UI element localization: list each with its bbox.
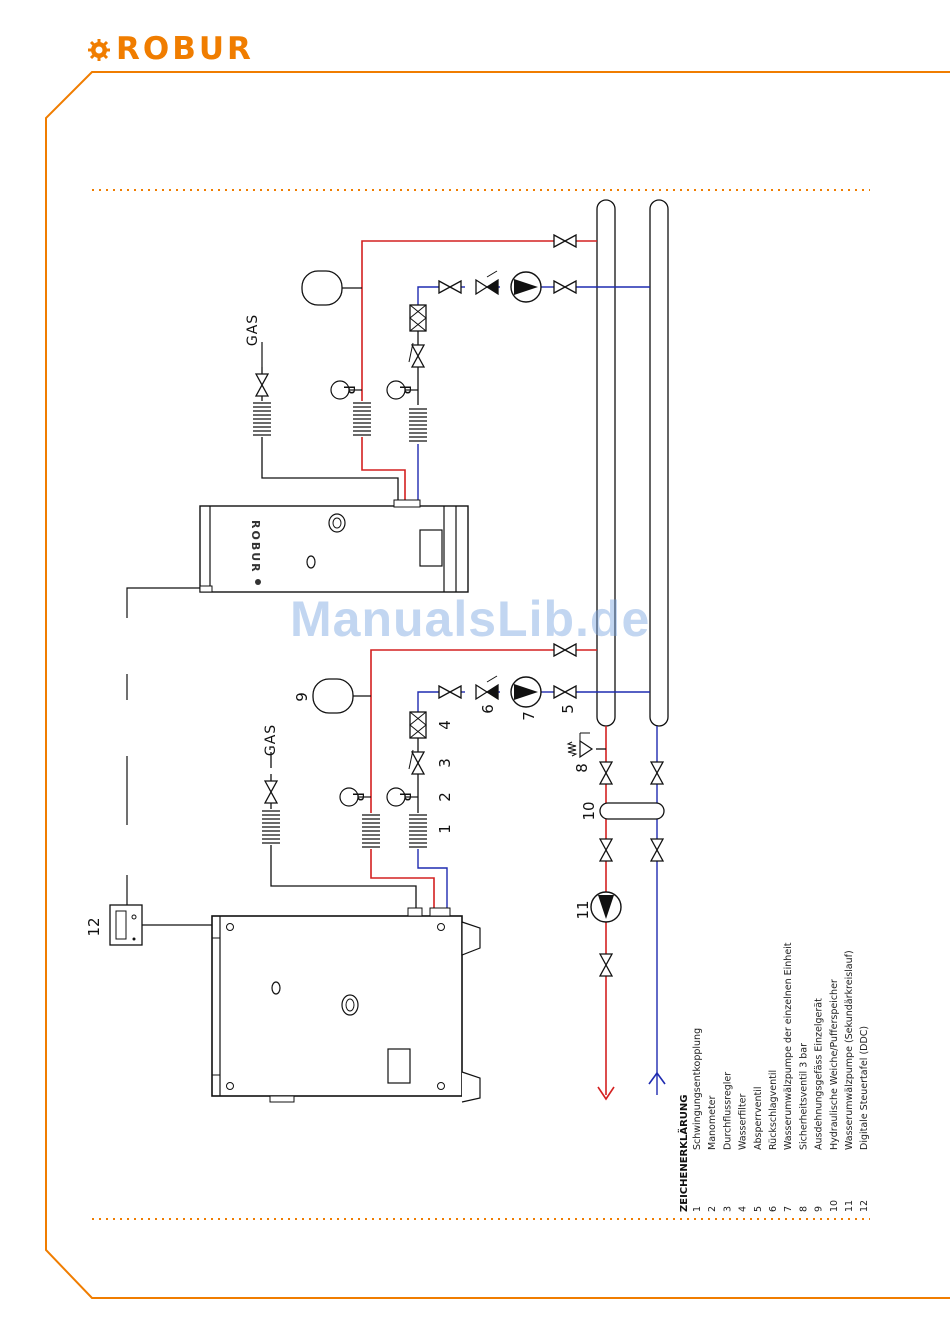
collector-tubes [596,199,669,727]
lower-components [261,643,666,1101]
legend-item-text: Durchflussregler [722,1072,733,1150]
component-number-11: 11 [574,900,592,919]
manometer-label-upper-1: P [340,385,358,394]
component-number-6: 6 [479,704,497,714]
component-number-1: 1 [436,824,454,834]
ddc-panel [109,904,143,946]
legend-item-text: Manometer [707,1095,718,1150]
legend-item-number: 4 [738,1206,749,1212]
gas-label-lower: GAS [263,724,279,756]
legend-item-number: 12 [859,1200,870,1212]
unit-logo-upper: ROBUR [249,520,262,574]
upper-supply-pipe [361,240,597,502]
legend-item-number: 9 [814,1206,825,1212]
gas-label-upper: GAS [245,314,261,346]
component-number-8: 8 [573,763,591,773]
legend-item-number: 11 [844,1200,855,1212]
legend-title: ZEICHENERKLÄRUNG [676,1095,690,1213]
manometer-label-upper-2: P [396,385,414,394]
upper-unit: ROBUR [199,499,469,593]
lower-black-pipes [142,695,606,926]
upper-black-pipes [261,287,419,502]
legend-item-text: Wasserumwälzpumpe der einzelnen Einheit [783,942,794,1150]
legend-item-text: Wasserfilter [738,1094,749,1150]
logo-text: ROBUR [116,31,254,67]
legend-item-text: Wasserumwälzpumpe (Sekundärkreislauf) [844,950,855,1150]
legend-item-number: 10 [829,1200,840,1212]
legend-item-number: 2 [707,1206,718,1212]
component-number-9: 9 [293,692,311,702]
legend-item-number: 8 [798,1206,809,1212]
legend-item-text: Digitale Steuertafel (DDC) [859,1026,870,1150]
legend: ZEICHENERKLÄRUNG 1 Schwingungsentkopplung… [676,942,870,1212]
legend-item-number: 6 [768,1206,779,1212]
lower-return-pipe [417,691,658,1095]
manometer-label-lower-2: P [396,792,414,801]
control-cable [126,587,200,905]
component-numbers: 1 2 3 4 5 6 7 8 9 10 11 12 [85,692,598,936]
legend-item-number: 1 [692,1206,703,1212]
legend-item-text: Schwingungsentkopplung [692,1028,703,1150]
lower-unit [211,907,481,1103]
manometer-label-lower-1: P [349,792,367,801]
upper-components [252,234,577,444]
robur-logo: ROBUR [88,34,254,65]
legend-item-text: Sicherheitsventil 3 bar [798,1043,809,1150]
legend-item-text: Hydraulische Weiche/Pufferspeicher [829,979,840,1150]
component-number-5: 5 [559,704,577,714]
component-number-10: 10 [580,801,598,820]
legend-item-number: 3 [722,1206,733,1212]
legend-item-text: Absperrventil [753,1087,764,1151]
gear-icon [88,38,110,61]
component-number-12: 12 [85,917,103,936]
watermark: ManualsLib.de [290,591,651,647]
legend-item-number: 5 [753,1206,764,1212]
component-number-3: 3 [436,758,454,768]
component-number-7: 7 [520,711,538,721]
legend-item-text: Ausdehnungsgefäss Einzelgerät [814,998,825,1150]
legend-item-number: 7 [783,1206,794,1212]
component-number-2: 2 [436,792,454,802]
component-number-4: 4 [436,720,454,730]
legend-item-text: Rückschlagventil [768,1070,779,1150]
lower-supply-pipe [370,649,607,1095]
